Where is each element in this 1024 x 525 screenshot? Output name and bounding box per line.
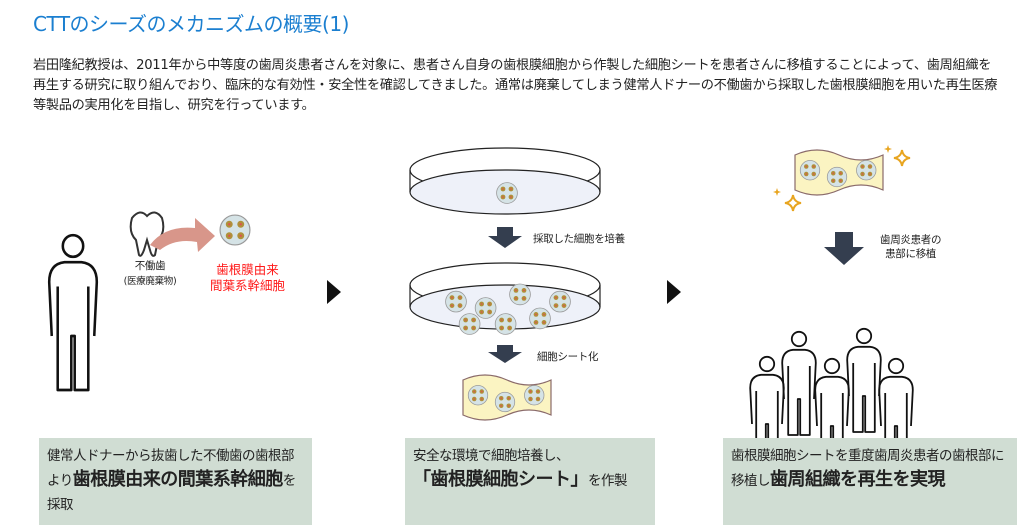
intro-paragraph: 岩田隆紀教授は、2011年から中等度の歯周炎患者さんを対象に、患者さん自身の歯根… [33, 58, 998, 113]
step1-description: 健常人ドナーから抜歯した不働歯の歯根部より歯根膜由来の間葉系幹細胞を採取 [39, 438, 312, 525]
step2-description: 安全な環境で細胞培養し、「歯根膜細胞シート」を作製 [405, 438, 655, 525]
step3-description: 歯根膜細胞シートを重度歯周炎患者の歯根部に移植し歯周組織を再生を実現 [723, 438, 1017, 525]
down-arrow-icon [824, 232, 864, 265]
next-arrow-icon [327, 280, 341, 304]
down-arrow-icon [488, 345, 522, 363]
stem-cell-label: 歯根膜由来間葉系幹細胞 [209, 262, 285, 293]
page-title: CTTのシーズのメカニズムの概要(1) [33, 12, 349, 36]
cell-sheet-icon [462, 374, 552, 421]
next-arrow-icon [667, 280, 681, 304]
culture-label: 採取した細胞を培養 [533, 233, 625, 245]
down-arrow-icon [488, 227, 522, 248]
extract-arrow-icon [150, 218, 215, 252]
donor-person-icon [47, 233, 99, 392]
transplant-label: 歯周炎患者の患部に移植 [880, 234, 942, 260]
petri-dish-icon [409, 147, 601, 215]
stem-cell-icon [219, 214, 251, 246]
sheet-label: 細胞シート化 [537, 351, 599, 363]
tooth-icon [129, 211, 165, 257]
tooth-label: 不働歯(医療廃棄物) [123, 260, 177, 287]
cell-sheet-icon [794, 149, 884, 196]
